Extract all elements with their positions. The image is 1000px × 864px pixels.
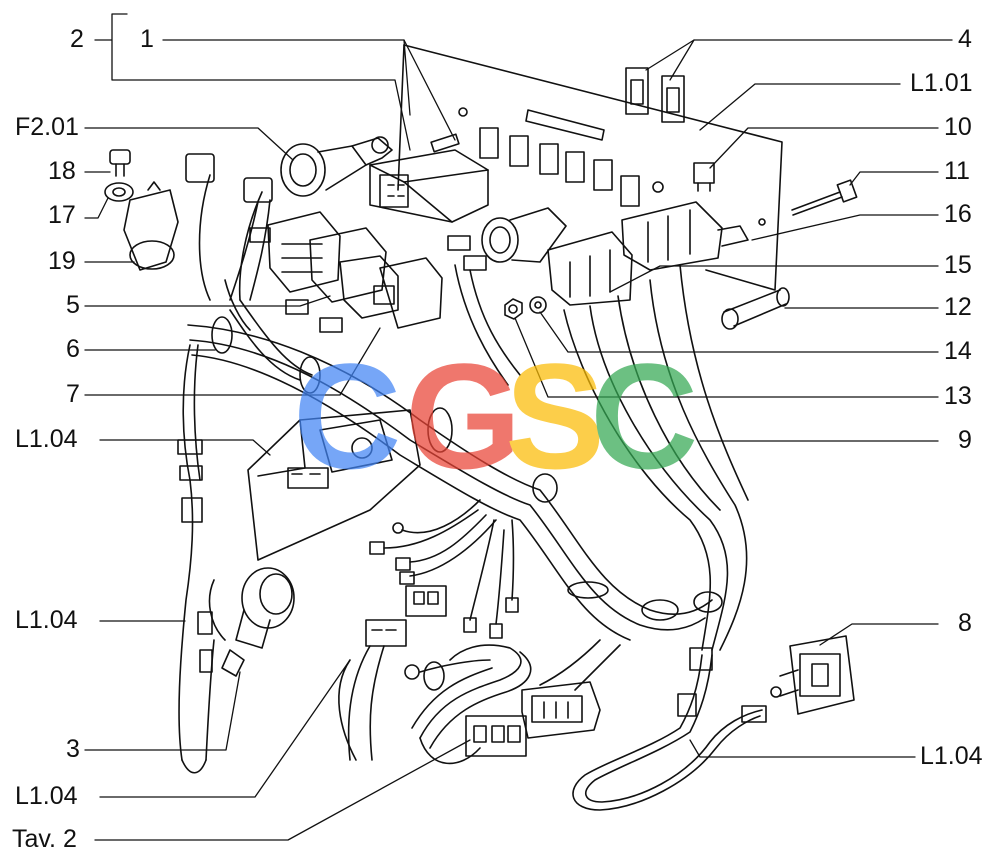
watermark-letter-4: C xyxy=(590,332,698,500)
heater-control-box xyxy=(247,409,421,561)
washer-17 xyxy=(104,182,134,202)
terminal-block-15 xyxy=(547,231,633,306)
sub-harness-tav2 xyxy=(411,644,532,765)
callout-13: 13 xyxy=(944,382,972,410)
callout-7: 7 xyxy=(66,380,80,408)
callout-L1-01: L1.01 xyxy=(910,69,973,97)
socket-3 xyxy=(197,567,295,677)
callout-15: 15 xyxy=(944,251,972,279)
callout-L1-04-a: L1.04 xyxy=(15,425,78,453)
callout-12: 12 xyxy=(944,293,972,321)
callout-5: 5 xyxy=(66,291,80,319)
rod-12 xyxy=(721,287,790,330)
watermark-letter-3: S xyxy=(505,332,605,500)
switch-19 xyxy=(123,181,179,271)
callout-3: 3 xyxy=(66,735,80,763)
callout-4: 4 xyxy=(958,25,972,53)
callout-19: 19 xyxy=(48,247,76,275)
relay-module xyxy=(369,149,489,223)
gauge-slots xyxy=(479,127,640,207)
harness-clamps xyxy=(211,316,723,621)
callout-16: 16 xyxy=(944,200,972,228)
dashboard-panel xyxy=(397,44,783,291)
bolt-11 xyxy=(791,179,858,216)
bolt-1 xyxy=(430,133,460,153)
cable-socket-8 xyxy=(572,647,767,811)
callout-10: 10 xyxy=(944,113,972,141)
socket-8 xyxy=(770,635,855,715)
ignition-switch xyxy=(280,136,393,197)
knob-18 xyxy=(109,149,131,177)
small-connector xyxy=(405,585,447,617)
fuse-holders xyxy=(267,211,443,329)
watermark-logo: C G S C xyxy=(293,332,698,500)
callout-18: 18 xyxy=(48,157,76,185)
callout-14: 14 xyxy=(944,337,972,365)
callout-2: 2 xyxy=(70,25,84,53)
callout-tav-2: Tav. 2 xyxy=(12,825,77,853)
watermark-letter-1: C xyxy=(293,332,401,500)
callout-1: 1 xyxy=(140,25,154,53)
callout-17: 17 xyxy=(48,201,76,229)
upper-left-wiring xyxy=(185,153,487,333)
callout-6: 6 xyxy=(66,335,80,363)
callout-F2-01: F2.01 xyxy=(15,113,79,141)
fuse-10 xyxy=(693,162,715,192)
terminal-block-16 xyxy=(621,201,749,271)
watermark-letter-2: G xyxy=(405,332,522,500)
round-connector xyxy=(481,207,567,263)
callout-8: 8 xyxy=(958,609,972,637)
callout-L1-04-b: L1.04 xyxy=(15,606,78,634)
main-harness xyxy=(187,174,749,691)
left-harness-branch xyxy=(177,344,215,774)
terminal-wires xyxy=(369,499,519,639)
sub-harness-left xyxy=(338,619,491,761)
large-connector xyxy=(521,681,601,739)
callout-11: 11 xyxy=(944,157,970,185)
callout-L1-04-d: L1.04 xyxy=(920,742,983,770)
nut-washer xyxy=(504,296,547,320)
callout-9: 9 xyxy=(958,426,972,454)
leader-lines xyxy=(84,13,953,841)
callout-L1-04-c: L1.04 xyxy=(15,782,78,810)
